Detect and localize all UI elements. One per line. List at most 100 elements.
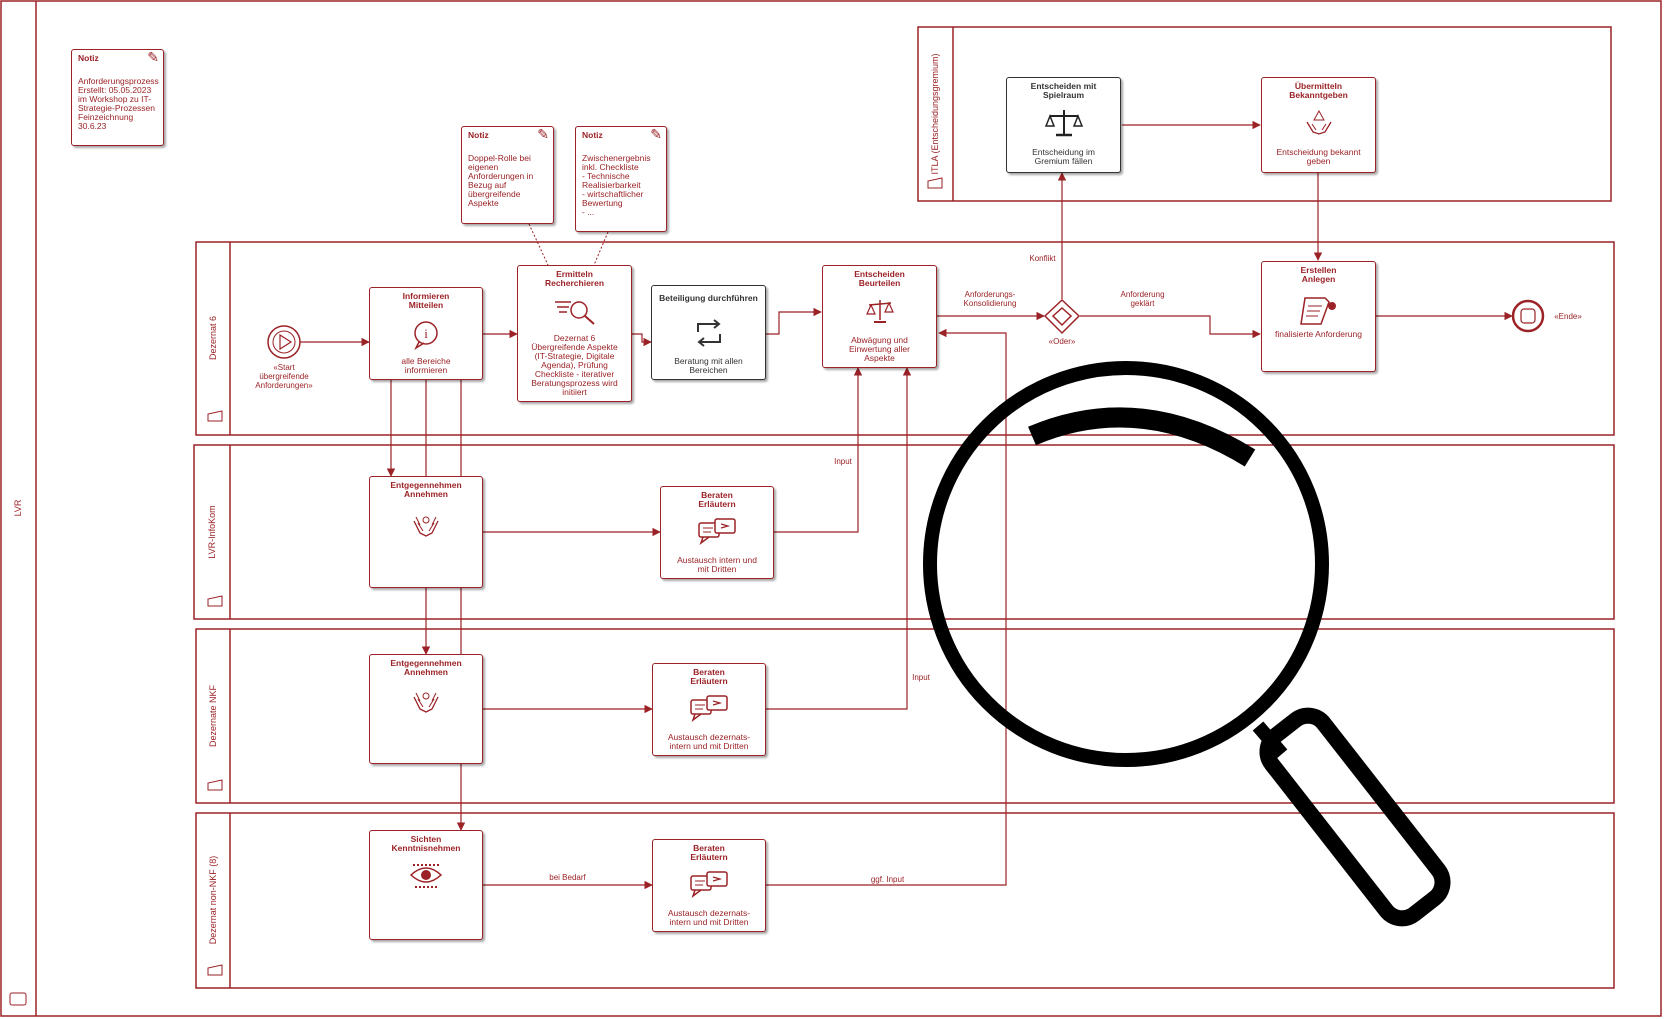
task-erstellen[interactable]: Erstellen Anlegen finalisierte Anforderu…: [1261, 261, 1376, 372]
pool-icon: [9, 992, 27, 1006]
task-informieren[interactable]: Informieren Mitteilen i alle Bereiche in…: [369, 287, 483, 380]
lane-itla: [917, 26, 1612, 202]
lane-label-non-nkf: Dezernat non-NKF (8): [208, 855, 218, 945]
task-entgegennehmen-nkf[interactable]: Entgegennehmen Annehmen: [369, 654, 483, 764]
task-entscheiden[interactable]: Entscheiden Beurteilen Abwägung und Einw…: [822, 265, 937, 368]
start-event-label: «Start übergreifende Anforderungen»: [255, 363, 313, 390]
eye-icon: [409, 864, 443, 888]
task-desc: Austausch dezernats- intern und mit Drit…: [667, 908, 751, 927]
magnifier-icon: [923, 361, 1451, 927]
task-uebermitteln[interactable]: Übermitteln Bekanntgeben Entscheidung be…: [1261, 77, 1376, 173]
flow-label-ggf-input: ggf. Input: [870, 875, 905, 884]
dialogue-icon: [690, 695, 728, 722]
start-play-icon: [279, 333, 293, 351]
task-title: Entscheiden mit Spielraum: [1030, 81, 1097, 100]
search-document-icon: [554, 301, 595, 325]
lane-nkf: [195, 628, 1615, 804]
task-desc: Entscheidung bekannt geben: [1276, 147, 1361, 166]
gateway-label: «Oder»: [1048, 337, 1076, 346]
task-title: Beraten Erläutern: [690, 667, 728, 686]
end-event: [1511, 299, 1545, 333]
flow: [1080, 315, 1261, 339]
flow-label-bei-bedarf: bei Bedarf: [549, 873, 586, 882]
lane-frames: [193, 26, 1615, 989]
task-beraten-infokom[interactable]: Beraten Erläutern Austausch intern und m…: [660, 486, 774, 579]
task-beraten-non-nkf[interactable]: Beraten Erläutern Austausch dezernats- i…: [652, 839, 766, 932]
task-title: Entgegennehmen Annehmen: [390, 658, 462, 677]
note-title: Notiz: [468, 130, 489, 140]
end-stop-icon: [1520, 308, 1536, 324]
flow-label-geklaert: Anforderung geklärt: [1120, 290, 1165, 308]
dialogue-icon: [690, 871, 728, 898]
task-title: Informieren Mitteilen: [402, 291, 450, 310]
task-title: Erstellen Anlegen: [1300, 265, 1337, 284]
lane-icon: [207, 964, 223, 976]
flow-label-input-nkf: Input: [912, 673, 930, 682]
flow: [766, 328, 1007, 886]
lane-icon: [207, 410, 223, 422]
info-speech-icon: i: [414, 321, 438, 350]
loop-icon: [696, 319, 721, 347]
task-title: Beteiligung durchführen: [659, 293, 758, 303]
pencil-icon: ✎: [650, 126, 662, 142]
task-entgegennehmen-infokom[interactable]: Entgegennehmen Annehmen: [369, 476, 483, 588]
flow-label-input-infokom: Input: [834, 457, 852, 466]
note-body: Doppel-Rolle bei eigenen Anforderungen i…: [468, 153, 534, 208]
note-body: Zwischenergebnis inkl. Checkliste - Tech…: [582, 153, 651, 217]
note-doppel-rolle[interactable]: Notiz Doppel-Rolle bei eigenen Anforderu…: [461, 126, 554, 224]
task-title: Beraten Erläutern: [690, 843, 728, 862]
lane-dezernat6: [195, 241, 1615, 436]
task-title: Beraten Erläutern: [698, 490, 736, 509]
pencil-icon: ✎: [537, 126, 549, 142]
flow: [632, 333, 652, 347]
task-beraten-nkf[interactable]: Beraten Erläutern Austausch dezernats- i…: [652, 663, 766, 756]
lane-icon: [927, 177, 943, 189]
lane-icon: [207, 779, 223, 791]
task-sichten[interactable]: Sichten Kenntnisnehmen: [369, 830, 483, 940]
task-spielraum[interactable]: Entscheiden mit Spielraum Entscheidung i…: [1006, 77, 1121, 173]
pool-label: LVR: [13, 499, 23, 517]
task-title: Ermitteln Recherchieren: [544, 269, 605, 288]
lane-icons: [9, 177, 943, 1006]
task-desc: Austausch intern und mit Dritten: [677, 555, 757, 574]
task-title: Sichten Kenntnisnehmen: [391, 834, 461, 853]
hands-giving-icon: [1305, 109, 1332, 135]
note-associations: [528, 223, 609, 266]
task-ermitteln[interactable]: Ermitteln Recherchieren Dezernat 6 Überg…: [517, 265, 632, 402]
flow: [766, 307, 822, 335]
task-title: Übermitteln Bekanntgeben: [1289, 81, 1348, 100]
task-beteiligung[interactable]: Beteiligung durchführen Beratung mit all…: [651, 285, 766, 380]
svg-text:i: i: [424, 326, 428, 341]
task-desc: alle Bereiche informieren: [401, 356, 451, 375]
task-desc: Entscheidung im Gremium fällen: [1032, 147, 1095, 166]
document-seal-icon: [1299, 297, 1336, 325]
or-gateway: [1043, 298, 1081, 335]
note-title: Notiz: [582, 130, 603, 140]
task-desc: Beratung mit allen Bereichen: [674, 356, 743, 375]
flow-label-konsolidierung: Anforderungs- Konsolidierung: [963, 290, 1017, 308]
hands-receiving-icon: [413, 692, 439, 713]
flow-label-konflikt: Konflikt: [1029, 254, 1056, 263]
lane-infokom: [193, 444, 1615, 620]
task-desc: Abwägung und Einwertung aller Aspekte: [849, 335, 910, 363]
scales-icon: [865, 300, 894, 323]
note-process[interactable]: Notiz Anforderungsprozess Erstellt: 05.0…: [71, 49, 164, 146]
pencil-icon: ✎: [147, 49, 159, 65]
task-title: Entscheiden Beurteilen: [854, 269, 905, 288]
note-body: Anforderungsprozess Erstellt: 05.05.2023…: [78, 76, 159, 131]
task-desc: finalisierte Anforderung: [1275, 329, 1362, 339]
note-title: Notiz: [78, 53, 99, 63]
flow: [766, 367, 912, 710]
lane-icon: [207, 595, 223, 607]
lane-label-nkf: Dezernate NKF: [208, 684, 218, 748]
dialogue-icon: [698, 518, 736, 545]
lane-label-dezernat6: Dezernat 6: [208, 315, 218, 361]
hands-receiving-icon: [413, 516, 439, 537]
lane-label-itla: ITLA (Entscheidungsgremium): [930, 53, 940, 175]
task-desc: Austausch dezernats- intern und mit Drit…: [667, 732, 751, 751]
task-title: Entgegennehmen Annehmen: [390, 480, 462, 499]
note-zwischenergebnis[interactable]: Notiz Zwischenergebnis inkl. Checkliste …: [575, 126, 667, 232]
lane-non-nkf: [195, 812, 1615, 989]
